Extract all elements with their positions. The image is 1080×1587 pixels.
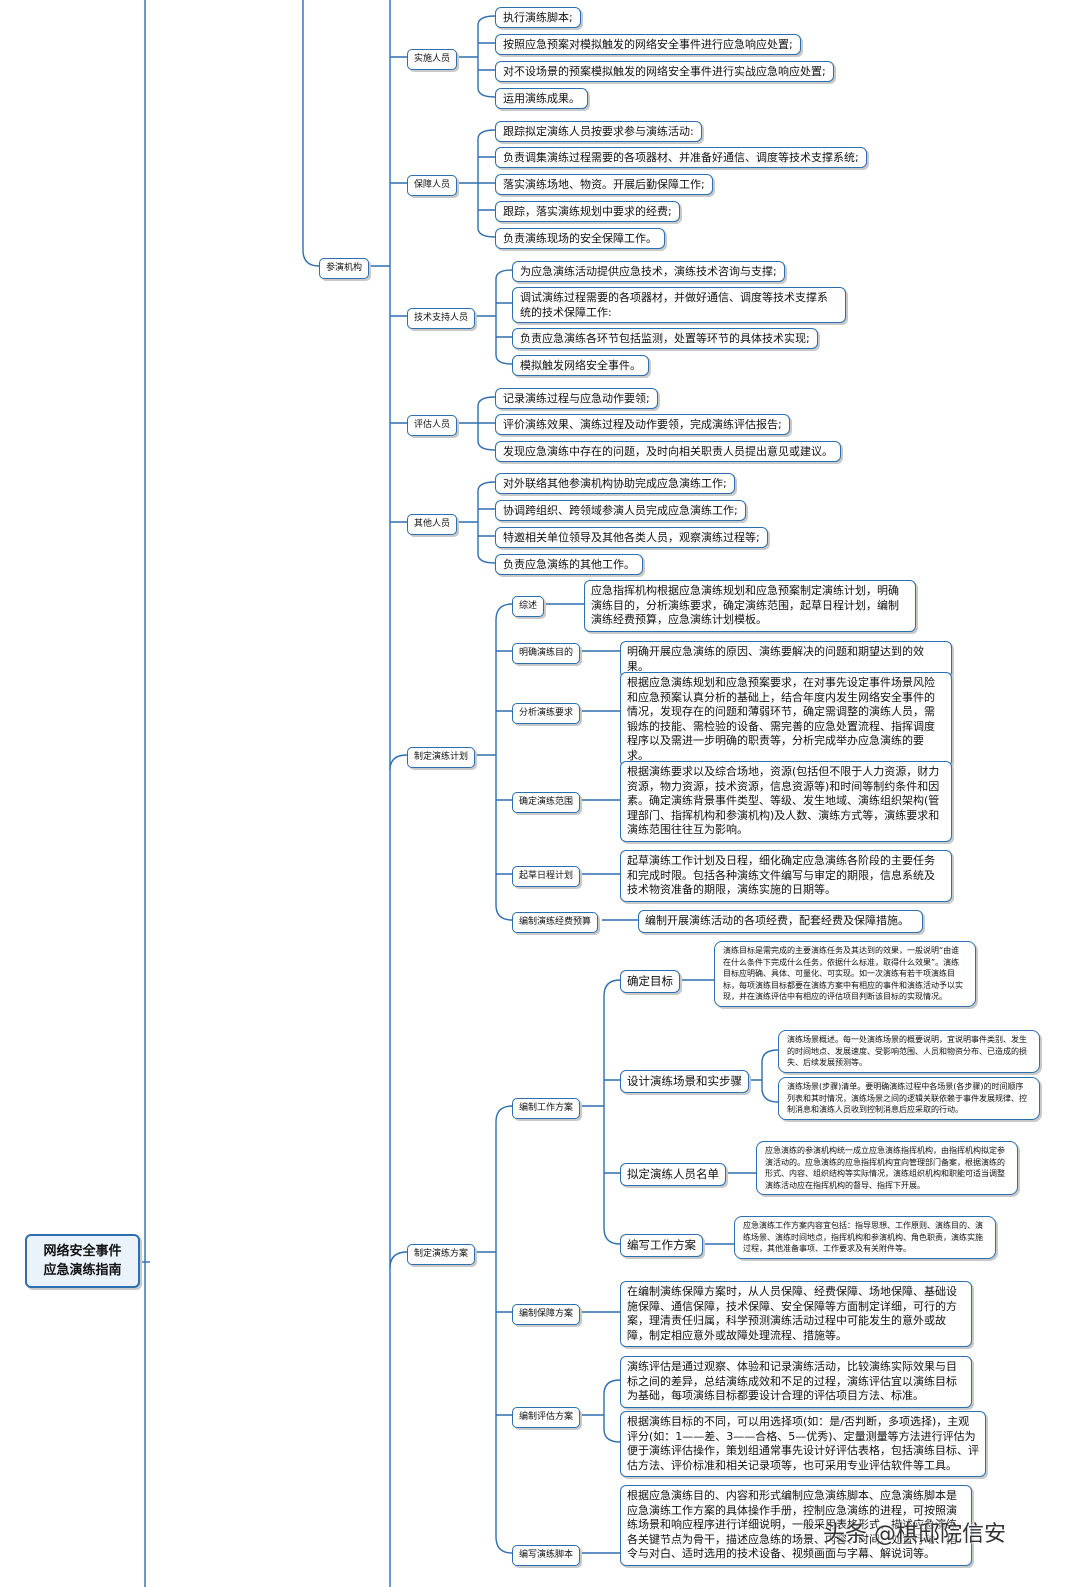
evaluation-text-1: 演练评估是通过观察、体验和记录演练活动，比较演练实际效果与目标之间的差异，总结演…: [620, 1356, 972, 1408]
evaluation-text-2: 根据演练目标的不同，可以用选择项(如：是/否判断，多项选择)，主观评分(如：1—…: [620, 1411, 986, 1477]
write-work-scheme-text: 应急演练工作方案内容宜包括：指导思想、工作原则、演练目的、演练场景、演练时间地点…: [734, 1216, 996, 1259]
leaf-executor-3: 对不设场景的预案模拟触发的网络安全事件进行实战应急响应处置;: [495, 61, 834, 82]
leaf-support-4: 跟踪，落实演练规划中要求的经费;: [495, 201, 680, 222]
root-title-line2: 应急演练指南: [43, 1263, 122, 1278]
leaf-tech-3: 负责应急演练各环节包括监测，处置等环节的具体技术实现;: [512, 328, 818, 349]
evaluation-scheme-node: 编制评估方案: [512, 1407, 581, 1428]
leaf-evaluator-1: 记录演练过程与应急动作要领;: [495, 388, 658, 409]
script-text: 根据应急演练目的、内容和形式编制应急演练脚本、应急演练脚本是应急演练工作方案的具…: [620, 1485, 972, 1566]
leaf-support-1: 跟踪拟定演练人员按要求参与演练活动:: [495, 121, 702, 142]
scene-steps-node: 设计演练场景和实步骤: [620, 1070, 749, 1093]
work-scheme-node: 编制工作方案: [512, 1098, 581, 1119]
leaf-evaluator-2: 评价演练效果、演练过程及动作要领，完成演练评估报告;: [495, 414, 790, 435]
make-scheme-node: 制定演练方案: [407, 1244, 476, 1265]
leaf-support-2: 负责调集演练过程需要的各项器材、并准备好通信、调度等技术支撑系统;: [495, 147, 867, 168]
plan-purpose-text: 明确开展应急演练的原因、演练要解决的问题和期望达到的效果。: [620, 641, 952, 678]
plan-schedule-text: 起草演练工作计划及日程，细化确定应急演练各阶段的主要任务和完成时限。包括各种演练…: [620, 850, 952, 902]
plan-requirements-node: 分析演练要求: [512, 703, 581, 724]
plan-purpose-node: 明确演练目的: [512, 643, 581, 664]
scene-overview-text: 演练场景概述。每一处演练场景的概要说明，宜说明事件类别、发生的时间地点、发展速度…: [778, 1030, 1040, 1073]
leaf-executor-1: 执行演练脚本;: [495, 7, 581, 28]
plan-budget-node: 编制演练经费预算: [512, 912, 599, 933]
tech-support-node: 技术支持人员: [407, 308, 476, 329]
plan-schedule-node: 起草日程计划: [512, 866, 581, 887]
plan-requirements-text: 根据应急演练规划和应急预案要求，在对事先设定事件场景风险和应急预案认真分析的基础…: [620, 672, 952, 767]
plan-scope-text: 根据演练要求以及综合场地，资源(包括但不限于人力资源，财力资源，物力资源，技术资…: [620, 761, 952, 842]
root-node: 网络安全事件 应急演练指南: [25, 1234, 140, 1288]
make-plan-node: 制定演练计划: [407, 747, 476, 768]
leaf-other-1: 对外联络其他参演机构协助完成应急演练工作;: [495, 473, 735, 494]
scene-list-text: 演练场景(步骤)清单。要明确演练过程中各场景(各步骤)的时间顺序列表和其时情况，…: [778, 1077, 1040, 1120]
evaluators-node: 评估人员: [407, 415, 458, 436]
leaf-executor-4: 运用演练成果。: [495, 88, 588, 109]
plan-scope-node: 确定演练范围: [512, 792, 581, 813]
support-staff-node: 保障人员: [407, 175, 458, 196]
leaf-other-2: 协调跨组织、跨领域参演人员完成应急演练工作;: [495, 500, 746, 521]
leaf-other-4: 负责应急演练的其他工作。: [495, 554, 643, 575]
leaf-support-5: 负责演练现场的安全保障工作。: [495, 228, 665, 249]
leaf-tech-1: 为应急演练活动提供应急技术，演练技术咨询与支撑;: [512, 261, 785, 282]
plan-budget-text: 编制开展演练活动的各项经费，配套经费及保障措施。: [638, 910, 923, 933]
leaf-executor-2: 按照应急预案对模拟触发的网络安全事件进行应急响应处置;: [495, 34, 801, 55]
leaf-tech-2: 调试演练过程需要的各项器材，并做好通信、调度等技术支撑系统的技术保障工作:: [512, 287, 846, 323]
guarantee-scheme-text: 在编制演练保障方案时，从人员保障、经费保障、场地保障、基础设施保障、通信保障，技…: [620, 1281, 972, 1347]
executors-node: 实施人员: [407, 49, 458, 70]
roster-node: 拟定演练人员名单: [620, 1163, 726, 1186]
leaf-tech-4: 模拟触发网络安全事件。: [512, 355, 649, 376]
set-goal-text: 演练目标是需完成的主要演练任务及其达到的效果，一般说明“由谁在什么条件下完成什么…: [714, 941, 976, 1007]
plan-overview-node: 综述: [512, 596, 545, 617]
root-title-line1: 网络安全事件: [43, 1244, 122, 1259]
watermark: 头条 @棋邸院信安: [823, 1522, 1006, 1547]
script-node: 编写演练脚本: [512, 1545, 581, 1566]
participating-orgs-node: 参演机构: [319, 258, 370, 279]
set-goal-node: 确定目标: [620, 970, 680, 993]
leaf-other-3: 特邀相关单位领导及其他各类人员，观察演练过程等;: [495, 527, 768, 548]
write-work-scheme-node: 编写工作方案: [620, 1234, 703, 1257]
leaf-support-3: 落实演练场地、物资。开展后勤保障工作;: [495, 174, 713, 195]
leaf-evaluator-3: 发现应急演练中存在的问题，及时向相关职责人员提出意见或建议。: [495, 441, 841, 462]
roster-text: 应急演练的参演机构统一成立应急演练指挥机构，由指挥机构拟定参演活动的。应急演练的…: [756, 1141, 1018, 1195]
others-node: 其他人员: [407, 514, 458, 535]
guarantee-scheme-node: 编制保障方案: [512, 1304, 581, 1325]
plan-overview-text: 应急指挥机构根据应急演练规划和应急预案制定演练计划，明确演练目的，分析演练要求，…: [584, 580, 916, 632]
